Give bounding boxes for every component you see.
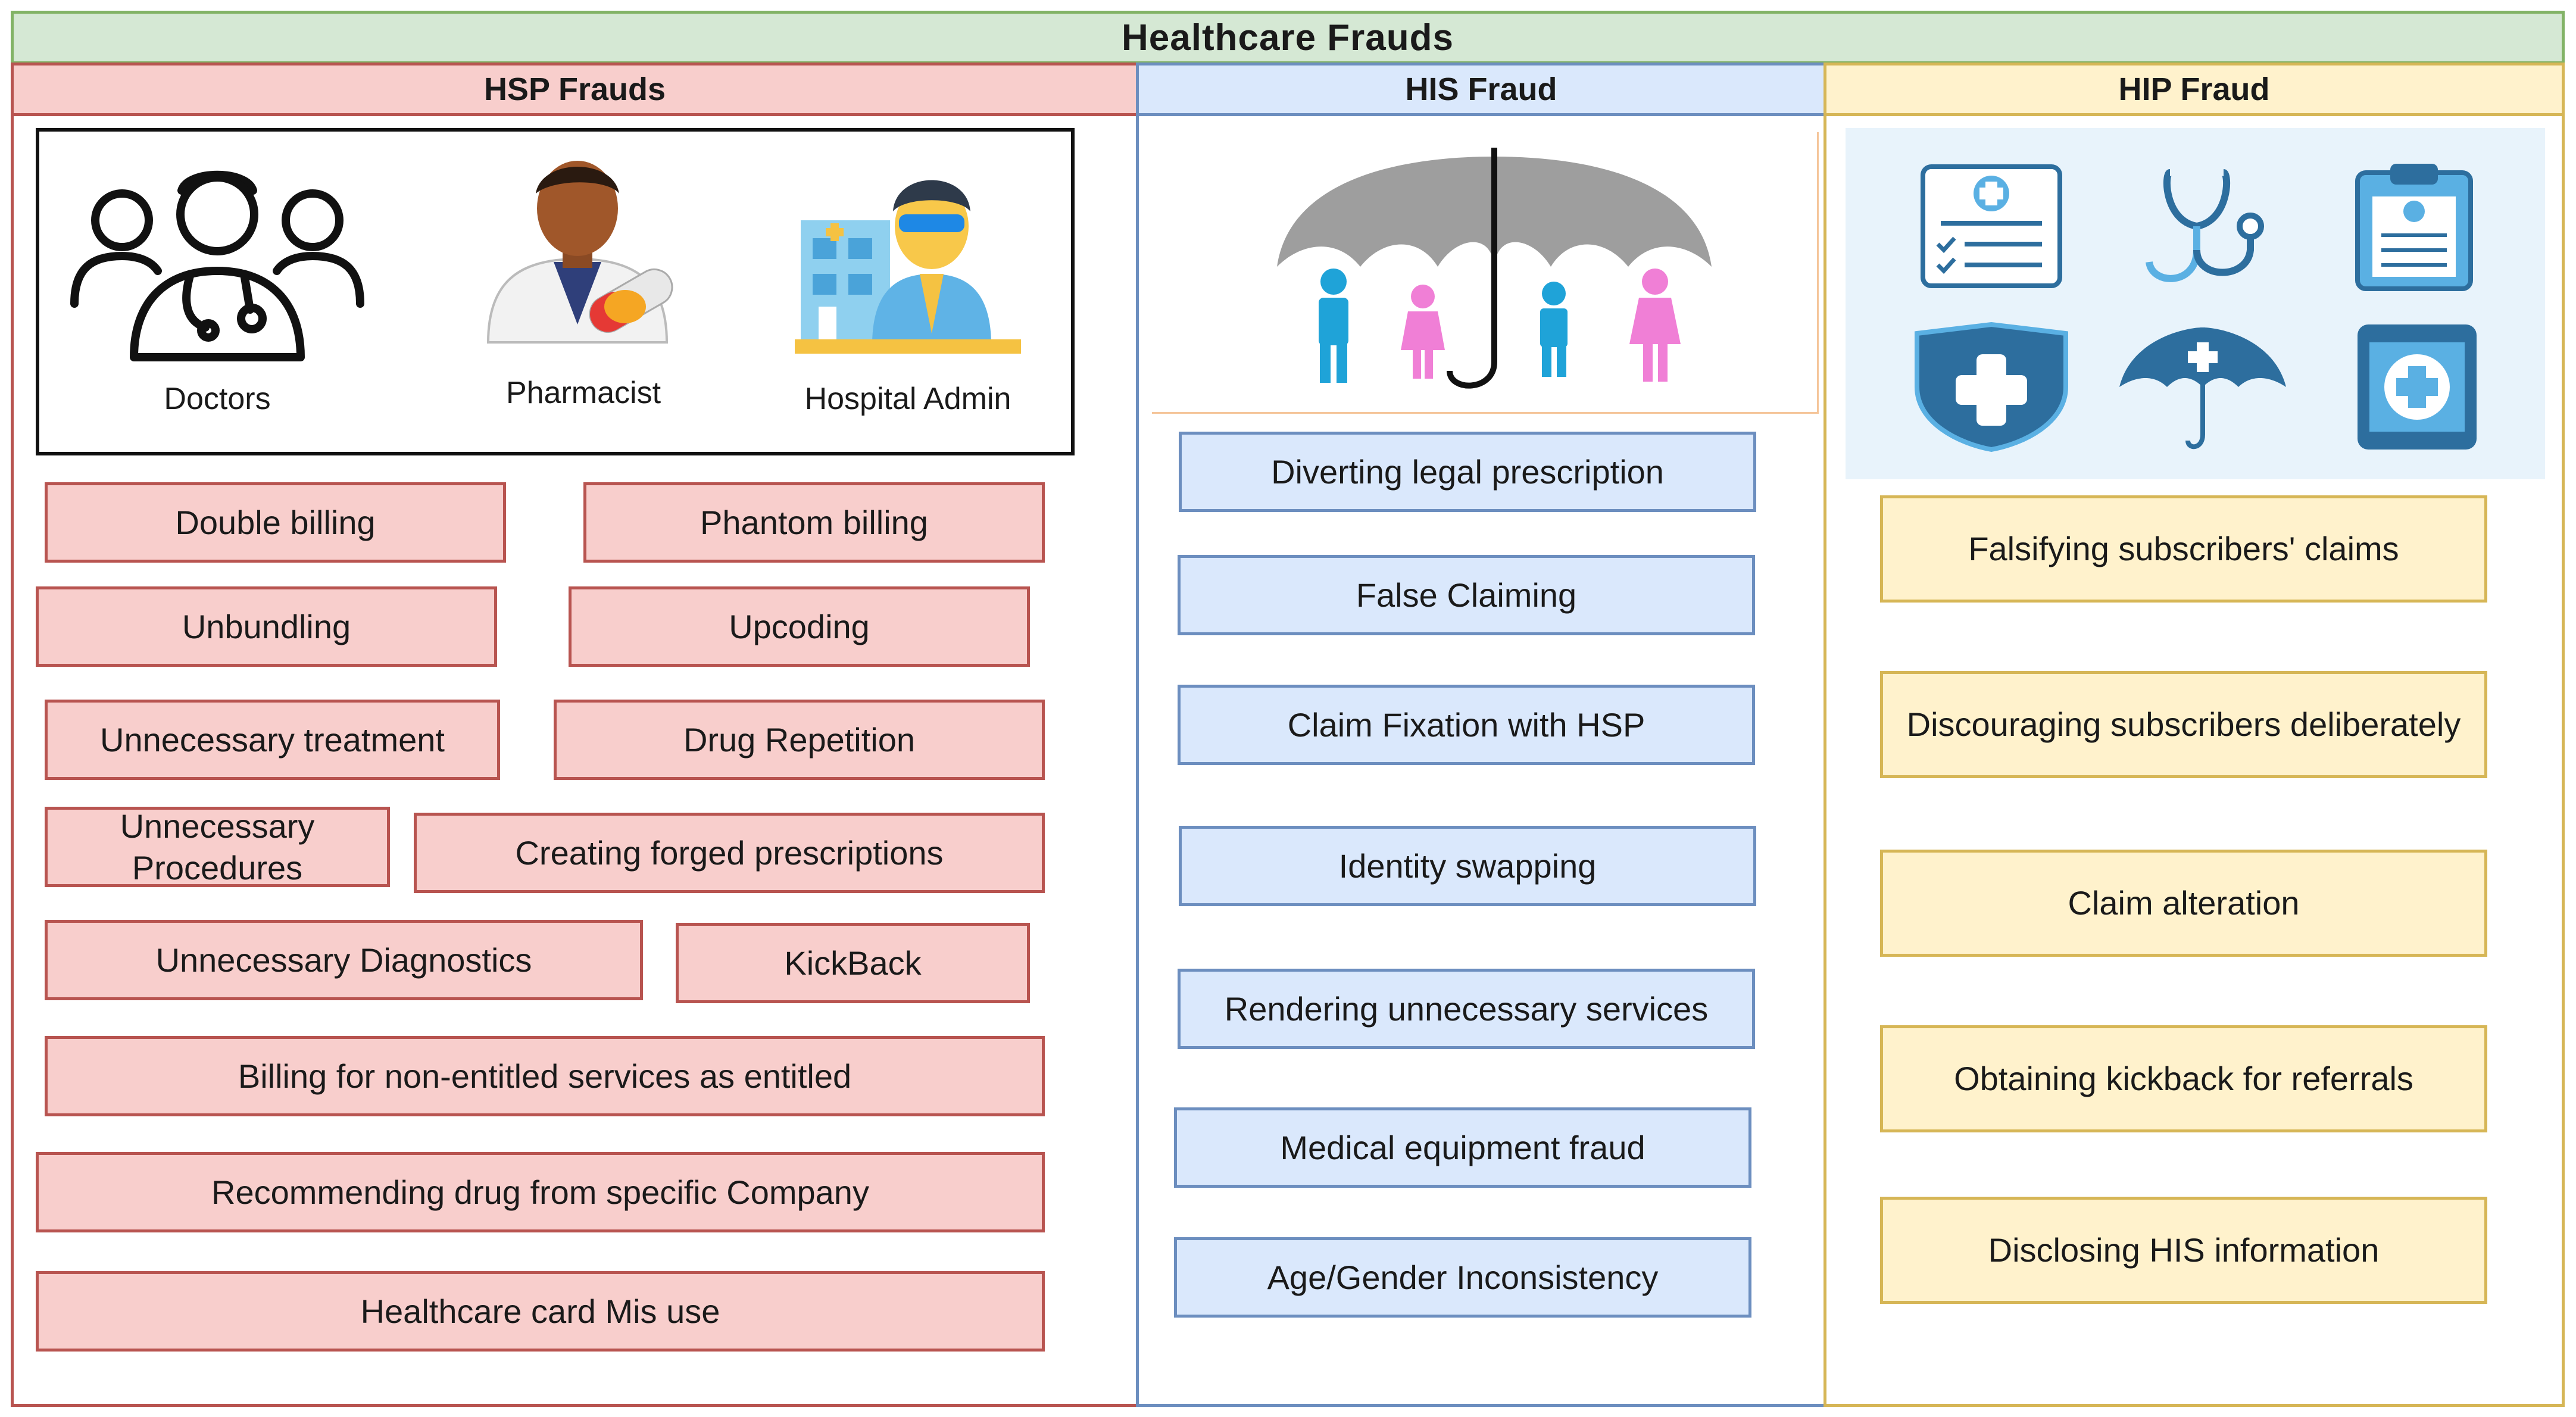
doctors-group-icon	[68, 155, 366, 369]
hip-item-discouraging-subscribers: Discouraging subscribers deliberately	[1880, 671, 2487, 778]
hsp-column-header: HSP Frauds	[11, 63, 1139, 116]
hsp-item-unnecessary-procedures: Unnecessary Procedures	[45, 807, 390, 887]
hip-item-obtaining-kickback: Obtaining kickback for referrals	[1880, 1025, 2487, 1132]
tablet-cross-icon	[2355, 322, 2480, 452]
hsp-item-unnecessary-diagnostics: Unnecessary Diagnostics	[45, 920, 643, 1000]
his-item-age-gender: Age/Gender Inconsistency	[1174, 1237, 1751, 1318]
hsp-item-drug-repetition: Drug Repetition	[554, 700, 1045, 780]
hsp-item-recommending-drug: Recommending drug from specific Company	[36, 1152, 1045, 1232]
medical-report-icon	[1917, 161, 2066, 292]
his-item-claim-fixation: Claim Fixation with HSP	[1178, 685, 1755, 765]
hsp-item-healthcare-card-misuse: Healthcare card Mis use	[36, 1271, 1045, 1352]
his-item-rendering-unnecessary: Rendering unnecessary services	[1178, 969, 1755, 1049]
hsp-item-upcoding: Upcoding	[569, 586, 1030, 667]
stethoscope-icon	[2128, 161, 2277, 292]
role-label-hospital-admin: Hospital Admin	[804, 382, 1011, 416]
shield-cross-icon	[1905, 322, 2078, 452]
umbrella-family-icon	[1271, 148, 1718, 398]
hsp-item-phantom-billing: Phantom billing	[583, 482, 1045, 563]
role-label-pharmacist: Pharmacist	[505, 376, 661, 410]
hip-item-disclosing-his: Disclosing HIS information	[1880, 1197, 2487, 1304]
hip-column-header: HIP Fraud	[1824, 63, 2565, 116]
his-item-equipment-fraud: Medical equipment fraud	[1174, 1107, 1751, 1188]
clipboard-icon	[2346, 161, 2483, 292]
his-item-false-claiming: False Claiming	[1178, 555, 1755, 635]
hip-item-claim-alteration: Claim alteration	[1880, 850, 2487, 957]
hsp-item-forged-prescriptions: Creating forged prescriptions	[414, 813, 1045, 893]
pharmacist-icon	[476, 146, 679, 348]
hsp-item-billing-non-entitled: Billing for non-entitled services as ent…	[45, 1036, 1045, 1116]
hsp-item-kickback: KickBack	[676, 923, 1030, 1003]
hip-item-falsifying-claims: Falsifying subscribers' claims	[1880, 495, 2487, 603]
hsp-item-double-billing: Double billing	[45, 482, 506, 563]
hospital-admin-icon	[795, 155, 1021, 357]
his-item-diverting-prescription: Diverting legal prescription	[1179, 432, 1756, 512]
hsp-item-unbundling: Unbundling	[36, 586, 497, 667]
his-column-header: HIS Fraud	[1136, 63, 1826, 116]
diagram-title: Healthcare Frauds	[11, 11, 2565, 64]
hsp-item-unnecessary-treatment: Unnecessary treatment	[45, 700, 500, 780]
his-item-identity-swapping: Identity swapping	[1179, 826, 1756, 906]
role-label-doctors: Doctors	[164, 382, 271, 416]
umbrella-cross-icon	[2113, 322, 2292, 452]
